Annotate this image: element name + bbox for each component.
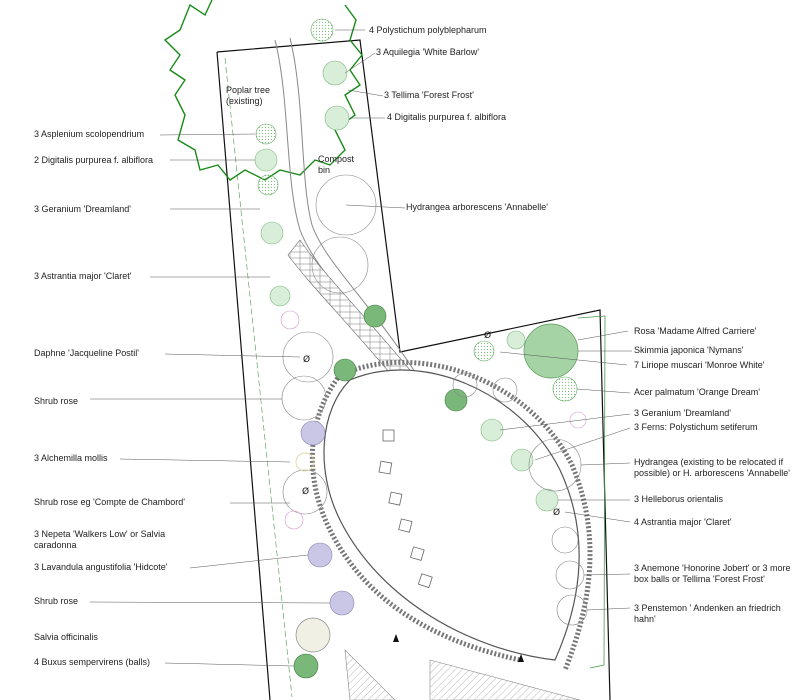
garden-boundary	[216, 39, 611, 700]
svg-text:Ø: Ø	[302, 486, 309, 497]
right-label: 7 Liriope muscari 'Monroe White'	[634, 360, 765, 370]
salvia-officinalis	[295, 617, 331, 653]
central-lawn	[323, 369, 580, 661]
svg-text:Ø: Ø	[484, 330, 491, 341]
right-label: 3 Tellima 'Forest Frost'	[384, 90, 474, 100]
daphne-markers: Ø Ø Ø Ø	[302, 330, 560, 518]
left-label: 3 Astrantia major 'Claret'	[34, 271, 132, 281]
left-label: 3 Nepeta 'Walkers Low' or Salvia caradon…	[34, 529, 166, 550]
right-label: 4 Digitalis purpurea f. albiflora	[387, 112, 507, 122]
left-label: 3 Asplenium scolopendrium	[34, 129, 145, 139]
right-label: Hydrangea arborescens 'Annabelle'	[406, 202, 549, 212]
plant-pink-outline-group	[280, 310, 587, 530]
plant-dotted-group	[255, 18, 578, 402]
central-lawn-edge-left	[309, 373, 521, 663]
right-label: Rosa 'Madame Alfred Carriere'	[634, 326, 757, 336]
entry-arrow-left	[393, 634, 399, 642]
right-label: 4 Astrantia major 'Claret'	[634, 517, 732, 527]
right-label: 3 Geranium 'Dreamland'	[634, 408, 731, 418]
leader-lines	[89, 29, 632, 667]
right-label: 3 Ferns: Polystichum setiferum	[634, 422, 758, 432]
left-label: 2 Digitalis purpurea f. albiflora	[34, 155, 154, 165]
plant-mid-group	[293, 304, 468, 679]
left-label: Daphne 'Jacqueline Postil'	[34, 348, 140, 358]
poplar-label: Poplar tree (existing)	[226, 85, 271, 106]
left-label: Shrub rose	[34, 596, 79, 606]
plant-pale-group	[254, 60, 559, 512]
left-label: 3 Alchemilla mollis	[34, 453, 108, 463]
entry-arrow-right	[518, 654, 524, 662]
poplar-canopy	[163, 0, 363, 181]
plant-yellow-group	[295, 452, 315, 472]
svg-text:Ø: Ø	[553, 507, 560, 518]
right-label: Hydrangea (existing to be relocated if p…	[634, 457, 791, 478]
right-label: 3 Penstemon ' Andenken an friedrich hahn…	[634, 603, 781, 624]
rosa-madame-alfred	[523, 323, 579, 379]
right-label: 3 Aquilegia 'White Barlow'	[376, 47, 479, 57]
left-label: Shrub rose eg 'Compte de Chambord'	[34, 497, 186, 507]
left-label: Salvia officinalis	[34, 632, 98, 642]
left-label: 4 Buxus sempervirens (balls)	[34, 657, 151, 667]
right-label: Acer palmatum 'Orange Dream'	[634, 387, 760, 397]
terrace	[429, 659, 581, 700]
left-label: Shrub rose	[34, 396, 79, 406]
svg-text:Ø: Ø	[303, 354, 310, 365]
compost-label: Compost bin	[318, 154, 355, 175]
central-lawn-edge	[339, 359, 593, 671]
inner-border-line	[224, 57, 293, 698]
plant-lavender-group	[300, 420, 355, 616]
left-label: 3 Lavandula angustifolia 'Hidcote'	[34, 562, 168, 572]
left-label: 3 Geranium 'Dreamland'	[34, 204, 131, 214]
right-border-inner	[577, 315, 606, 669]
stepping-stones	[378, 429, 433, 589]
right-label: Skimmia japonica 'Nymans'	[634, 345, 744, 355]
right-label: 4 Polystichum polyblepharum	[369, 25, 487, 35]
right-label: 3 Anemone 'Honorine Jobert' or 3 more bo…	[634, 563, 791, 584]
right-label: 3 Helleborus orientalis	[634, 494, 724, 504]
steps	[344, 649, 396, 700]
